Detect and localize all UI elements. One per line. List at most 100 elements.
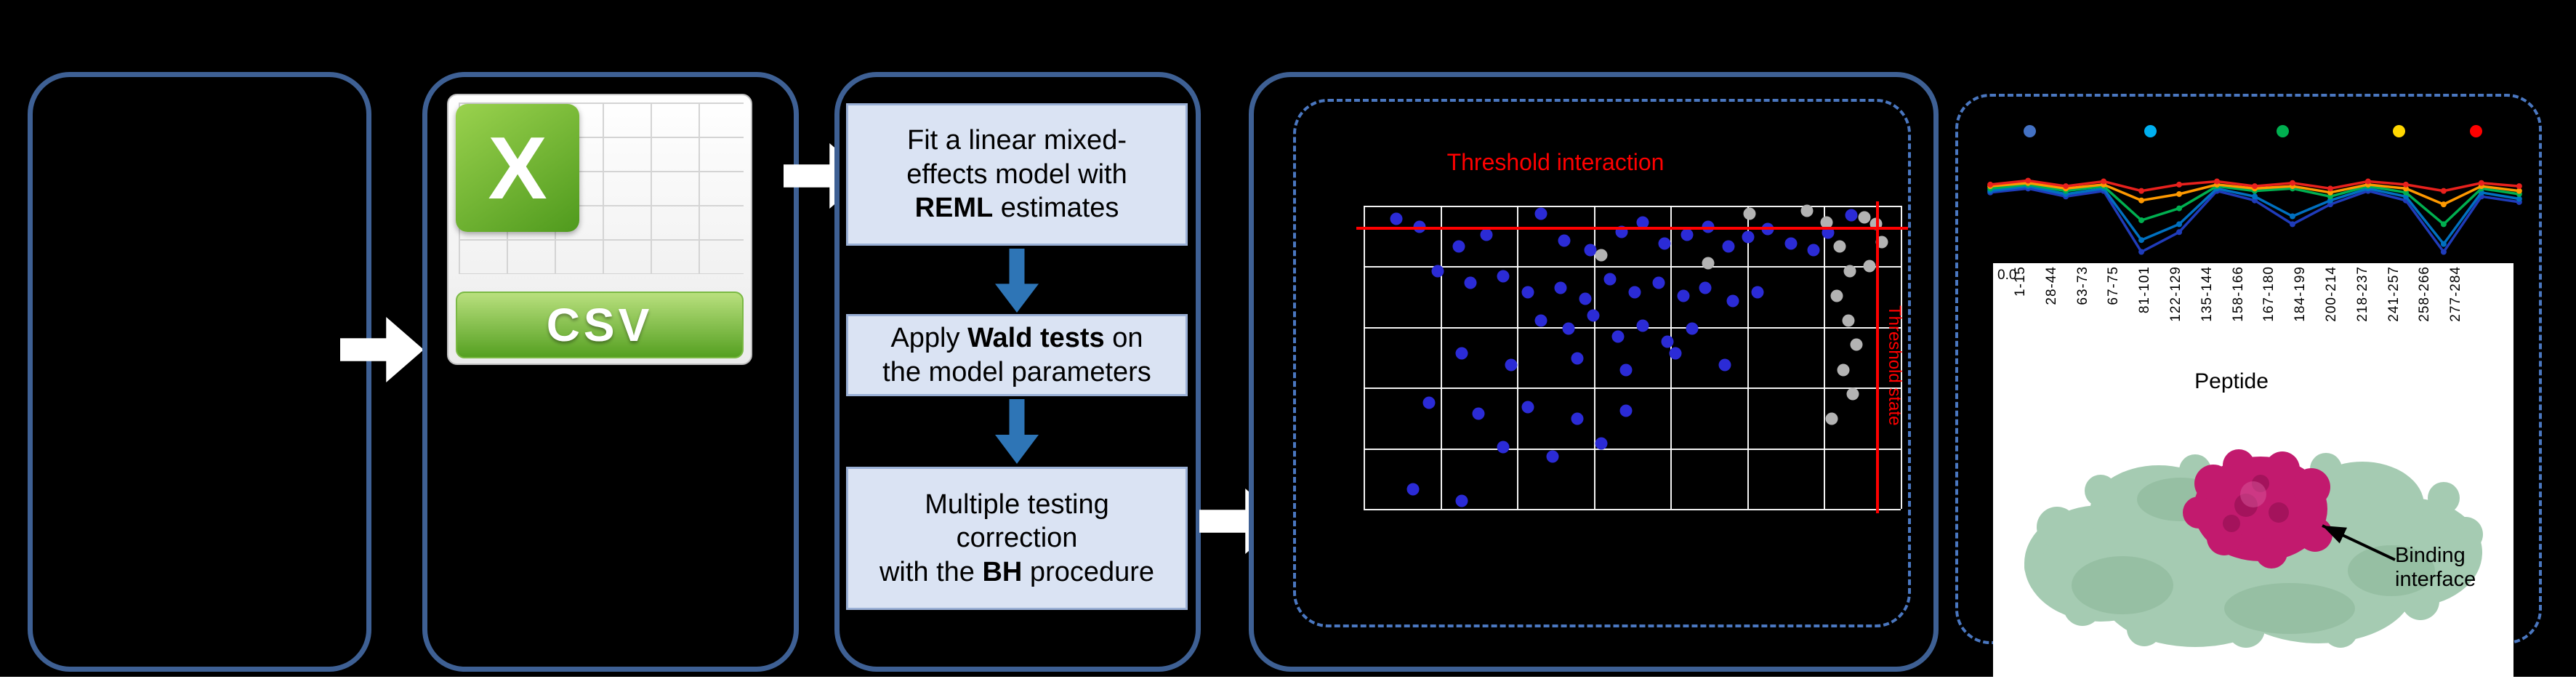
grid-line-horizontal — [1364, 448, 1901, 450]
scatter-point — [1562, 322, 1575, 335]
uptake-marker — [2176, 221, 2183, 228]
legend-dot — [2277, 125, 2290, 137]
legend-dot — [2023, 125, 2036, 137]
grid-line-vertical — [1517, 206, 1519, 509]
csv-file-icon: X CSV — [447, 94, 752, 365]
grid-line-vertical — [1824, 206, 1826, 509]
uptake-marker — [2176, 181, 2183, 188]
scatter-point — [1652, 276, 1665, 289]
volcano-dashed-frame — [1293, 99, 1911, 627]
binding-interface-magenta — [2183, 449, 2333, 569]
scatter-point — [1554, 281, 1567, 294]
scatter-point — [1603, 273, 1617, 286]
scatter-point — [1595, 249, 1608, 262]
step-reml-text: Fit a linear mixed- effects model with R… — [906, 125, 1127, 224]
peptide-tick-label: 81-101 — [2137, 266, 2153, 314]
scatter-point — [1845, 209, 1858, 222]
scatter-point — [1743, 207, 1756, 220]
flow-arrow-right-1 — [340, 317, 424, 382]
peptide-tick-label: 218-237 — [2354, 266, 2370, 322]
excel-x-logo: X — [456, 104, 579, 232]
scatter-point — [1830, 289, 1843, 302]
peptide-tick-label: 184-199 — [2293, 266, 2309, 322]
uptake-marker — [2516, 188, 2522, 194]
scatter-point — [1472, 407, 1485, 420]
scatter-point — [1497, 270, 1510, 283]
uptake-marker — [2516, 183, 2522, 190]
scatter-point — [1584, 244, 1597, 257]
volcano-plot — [1356, 201, 1908, 513]
peptide-tick-label: 200-214 — [2324, 266, 2339, 322]
grid-line-horizontal — [1364, 326, 1901, 329]
down-arrow-2 — [995, 399, 1039, 464]
uptake-marker — [2478, 180, 2484, 186]
legend-dot — [2392, 125, 2405, 137]
uptake-marker — [1987, 181, 1994, 188]
scatter-point — [1858, 211, 1871, 224]
peptide-tick-label: 258-266 — [2417, 266, 2433, 322]
uptake-marker — [2289, 213, 2295, 220]
uptake-marker — [2138, 188, 2145, 194]
uptake-marker — [2252, 183, 2258, 190]
scatter-point — [1677, 289, 1690, 302]
scatter-point — [1497, 441, 1510, 453]
scatter-point — [1619, 404, 1633, 417]
uptake-marker — [2176, 229, 2183, 236]
uptake-marker — [2063, 183, 2069, 190]
threshold-state-line — [1876, 201, 1879, 513]
peptide-tick-label: 28-44 — [2043, 266, 2059, 305]
scatter-point — [1636, 216, 1649, 229]
scatter-point — [1833, 240, 1846, 253]
scatter-point — [1837, 363, 1850, 377]
uptake-marker — [2101, 178, 2107, 185]
protein-structure — [2024, 449, 2483, 648]
scatter-point — [1571, 412, 1584, 425]
uptake-marker — [2440, 249, 2447, 255]
scatter-point — [1807, 244, 1820, 257]
scatter-point — [1686, 322, 1699, 335]
scatter-point — [1390, 212, 1403, 225]
input-data-panel — [28, 72, 371, 672]
scatter-point — [1863, 260, 1876, 273]
uptake-marker — [2440, 201, 2447, 208]
grid-line-vertical — [1440, 206, 1442, 509]
uptake-marker — [2176, 205, 2183, 212]
uptake-marker — [2214, 178, 2221, 185]
scatter-point — [1431, 265, 1444, 278]
scatter-point — [1681, 228, 1694, 241]
uptake-marker — [2176, 190, 2183, 197]
scatter-point — [1820, 216, 1833, 229]
peptide-tick-label: 135-144 — [2199, 266, 2215, 322]
uptake-marker — [2138, 237, 2145, 244]
scatter-point — [1521, 401, 1534, 414]
scatter-point — [1464, 276, 1477, 289]
uptake-marker — [2138, 217, 2145, 223]
scatter-point — [1843, 265, 1856, 278]
grid-line-vertical — [1593, 206, 1595, 509]
bottom-white-strip — [0, 677, 2576, 687]
scatter-point — [1534, 314, 1547, 327]
uptake-marker — [2402, 181, 2409, 188]
uptake-marker — [2516, 196, 2522, 202]
scatter-point — [1661, 335, 1674, 348]
grid-line-horizontal — [1364, 387, 1901, 390]
scatter-point — [1825, 412, 1838, 425]
scatter-point — [1846, 387, 1859, 401]
scatter-point — [1521, 286, 1534, 299]
scatter-point — [1669, 347, 1682, 360]
scatter-point — [1784, 237, 1797, 250]
scatter-point — [1480, 228, 1493, 241]
uptake-lines-svg — [1987, 177, 2522, 255]
scatter-point — [1611, 330, 1625, 343]
scatter-point — [1636, 319, 1649, 332]
uptake-marker — [2289, 180, 2295, 186]
peptide-tick-label: 167-180 — [2261, 266, 2277, 322]
scatter-point — [1595, 437, 1608, 450]
scatter-point — [1751, 286, 1764, 299]
binding-interface-label: Binding interface — [2395, 544, 2476, 592]
peptide-tick-label: 158-166 — [2230, 266, 2246, 322]
threshold-interaction-label: Threshold interaction — [1446, 149, 1665, 175]
csv-label: CSV — [546, 299, 653, 351]
